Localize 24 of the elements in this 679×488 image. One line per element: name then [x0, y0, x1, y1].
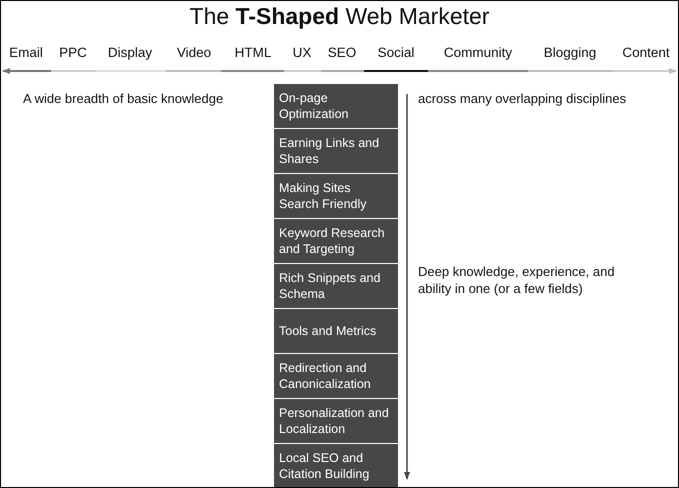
skill-box: On-page Optimization	[274, 84, 398, 128]
skill-box: Tools and Metrics	[274, 309, 398, 353]
discipline-label: UX	[292, 45, 312, 60]
title: The T-Shaped Web Marketer	[188, 2, 490, 31]
skill-box: Redirection and Canonicalization	[274, 354, 398, 398]
discipline-label: Social	[378, 45, 414, 60]
skill-box: Rich Snippets and Schema	[274, 264, 398, 308]
discipline-label: HTML	[234, 45, 272, 60]
note-text: Deep knowledge, experience, and ability in one (or a few fields)	[418, 263, 616, 297]
skill-box: Keyword Research and Targeting	[274, 219, 398, 263]
discipline-label: Email	[9, 45, 43, 60]
note-text: A wide breadth of basic knowledge	[23, 90, 224, 107]
skill-box: Personalization and Localization	[274, 399, 398, 443]
discipline-label: Community	[444, 45, 512, 60]
discipline-label: PPC	[59, 45, 87, 60]
discipline-label: Video	[176, 45, 212, 60]
note-text: across many overlapping disciplines	[418, 90, 628, 107]
discipline-label: Display	[108, 45, 152, 60]
skill-box: Making Sites Search Friendly	[274, 174, 398, 218]
discipline-label: SEO	[328, 45, 356, 60]
discipline-label: Blogging	[544, 45, 596, 60]
skill-box: Earning Links and Shares	[274, 129, 398, 173]
discipline-label: Content	[622, 45, 670, 60]
skill-box: Local SEO and Citation Building	[274, 444, 398, 487]
